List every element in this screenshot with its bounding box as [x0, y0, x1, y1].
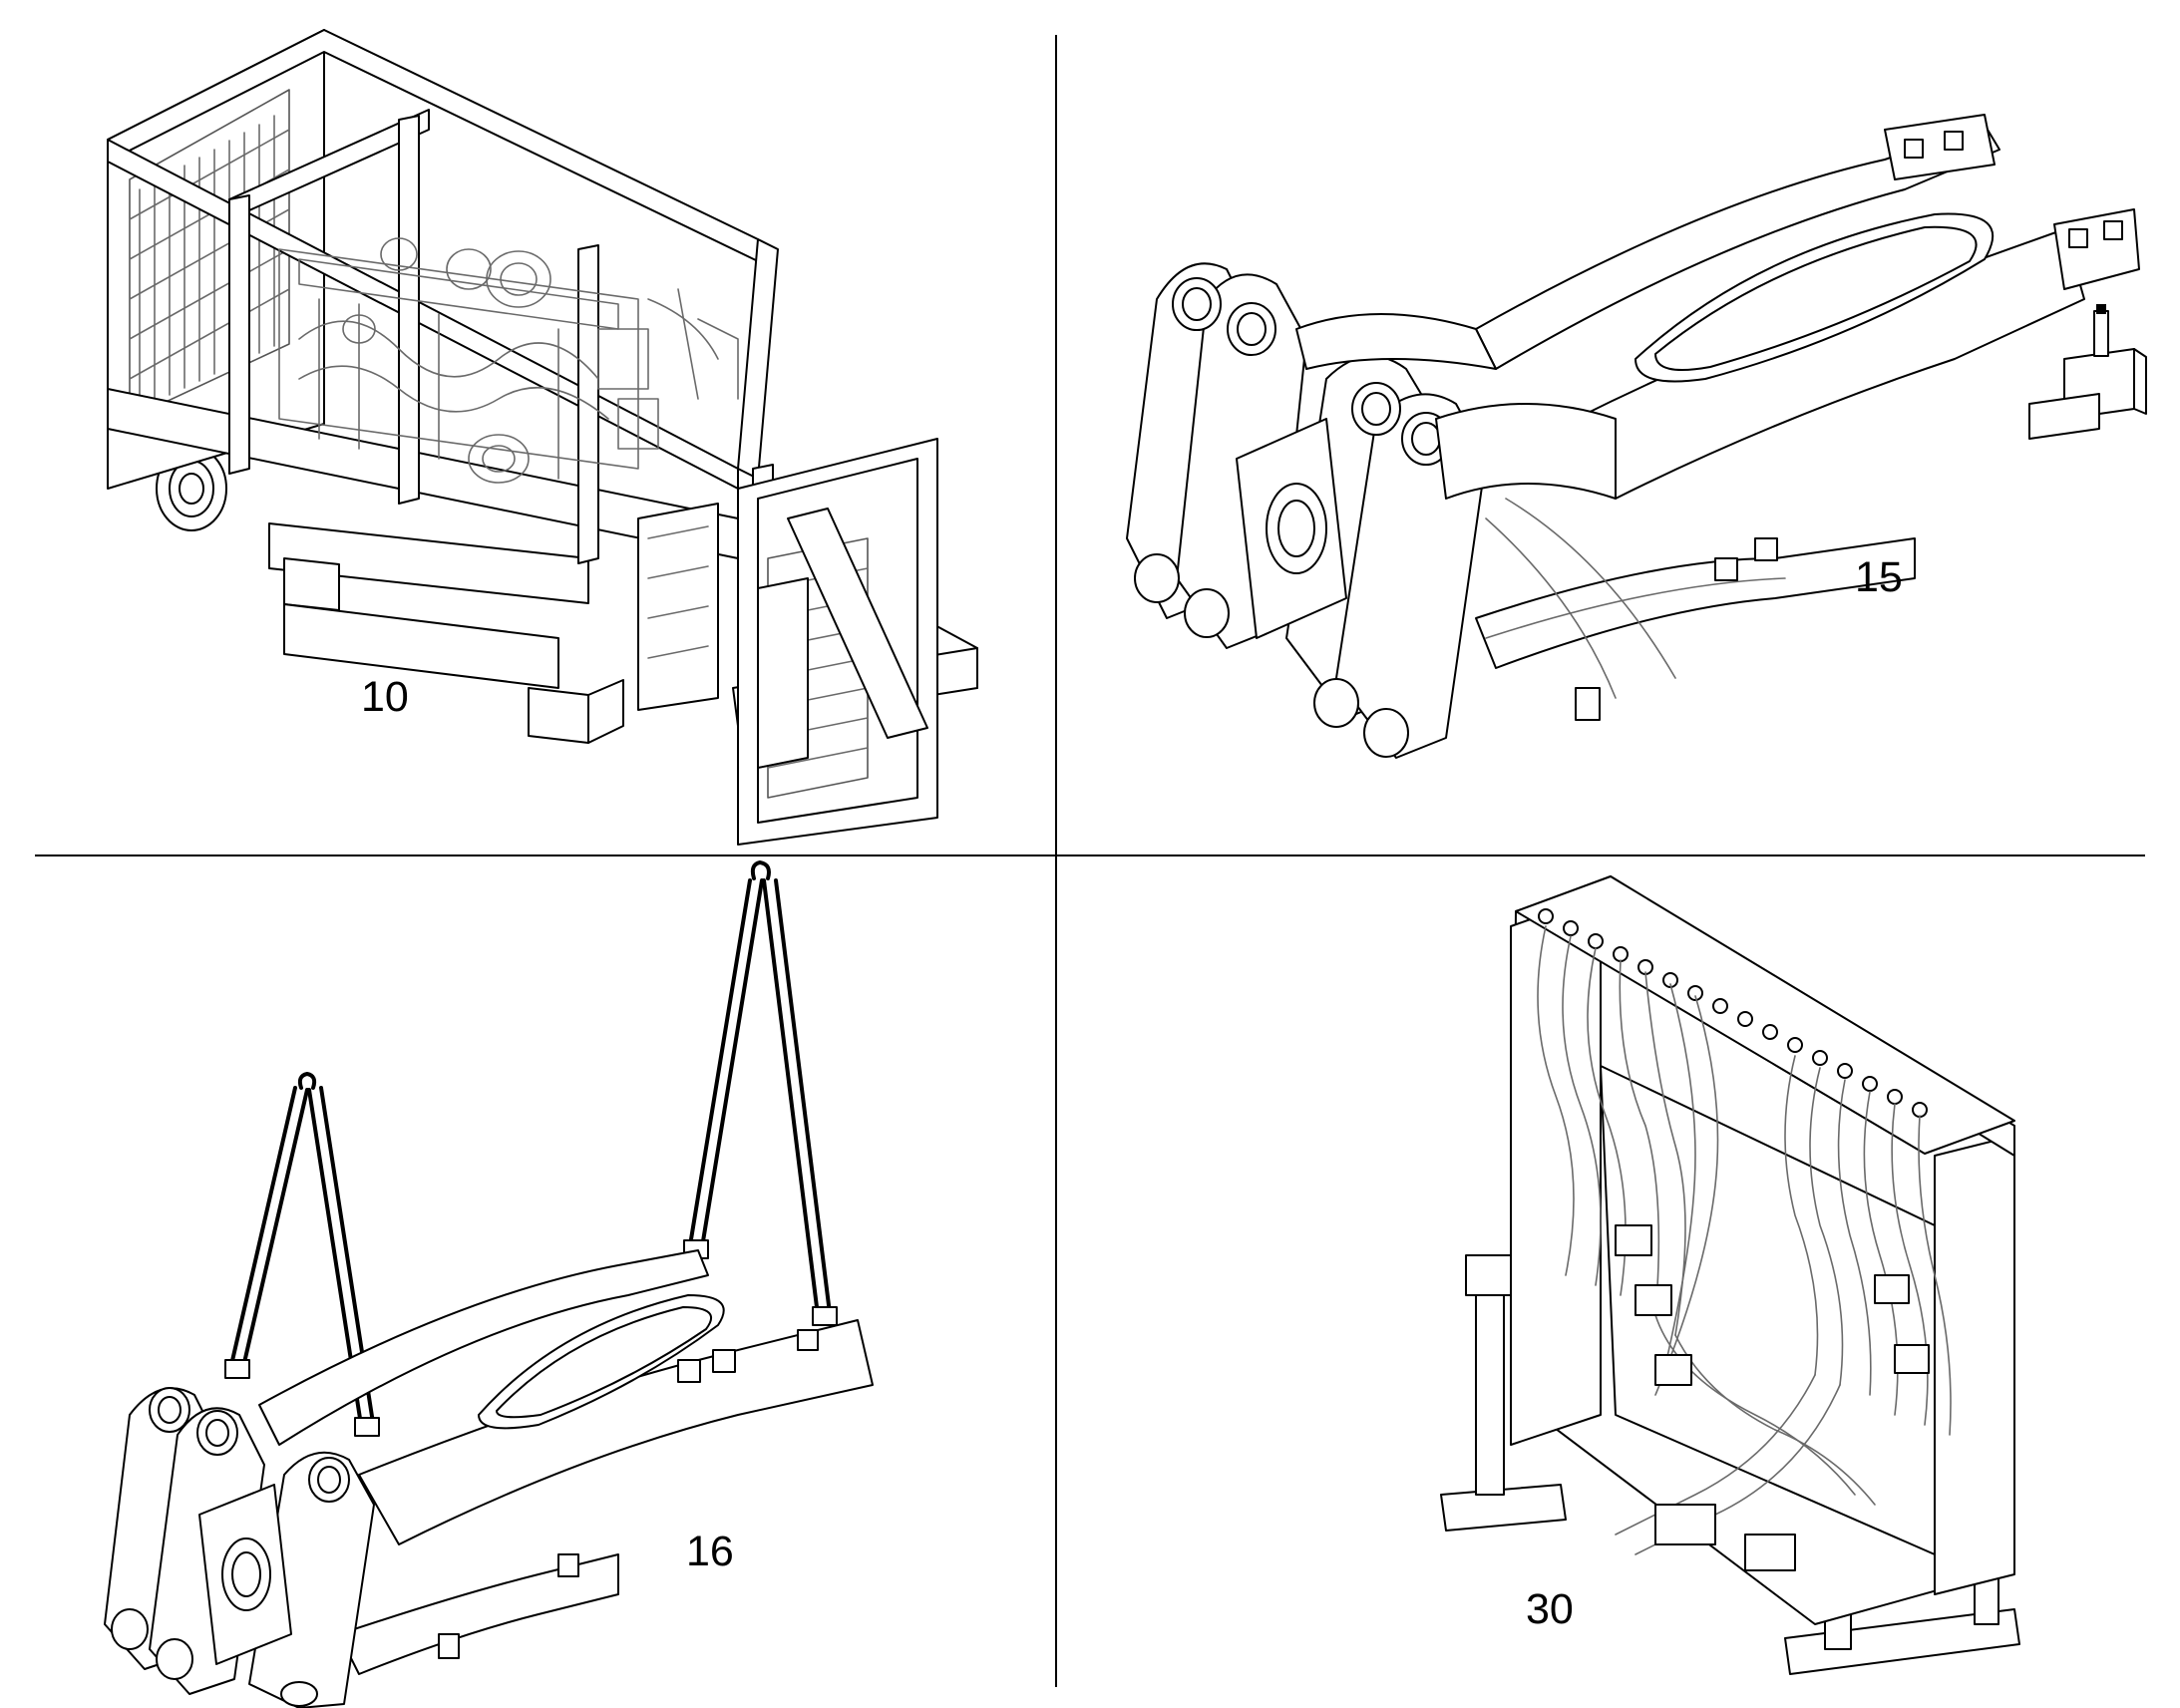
callout-16: 16	[686, 1528, 734, 1575]
central-oval-opening	[1635, 212, 1995, 383]
support-blocks	[268, 522, 624, 744]
hose-bundle-left	[1537, 925, 1876, 1506]
rear-support-blocks	[2028, 304, 2147, 440]
manifold-header	[1515, 875, 2015, 1155]
near-side-rail	[1575, 208, 2140, 500]
stand-base-plates	[1440, 1484, 2020, 1675]
front-uprights	[104, 1387, 375, 1708]
panel-chassis-lifting: 16	[0, 856, 1055, 1708]
panel-hose-assembly: 30	[1057, 856, 2180, 1708]
center-bearing-plate	[1236, 418, 1347, 639]
engine-frame-drawing	[107, 29, 978, 846]
hose-assembly-drawing	[1440, 875, 2020, 1675]
lifting-slings	[224, 860, 838, 1437]
electrical-box	[637, 503, 719, 711]
central-oval-opening	[478, 1294, 725, 1430]
valve-blocks	[1615, 1224, 1930, 1571]
frame-right-end	[737, 438, 938, 846]
panel-engine-frame: 10	[0, 0, 1055, 854]
callout-10: 10	[361, 673, 409, 721]
chassis-frame-drawing	[1126, 114, 2147, 759]
center-bearing-plate	[198, 1484, 292, 1665]
chassis-lifting-drawing	[104, 860, 874, 1708]
engine-block	[278, 237, 739, 484]
far-side-rail	[258, 1249, 709, 1446]
front-connecting-brace	[1295, 313, 1676, 699]
far-side-rail	[1475, 114, 2000, 370]
lower-beam	[338, 1553, 619, 1675]
vertical-divider	[1055, 35, 1057, 1687]
panel-chassis-frame: 15	[1057, 0, 2180, 854]
horizontal-divider	[35, 854, 2145, 856]
callout-30: 30	[1526, 1585, 1574, 1633]
callout-15: 15	[1855, 553, 1903, 601]
